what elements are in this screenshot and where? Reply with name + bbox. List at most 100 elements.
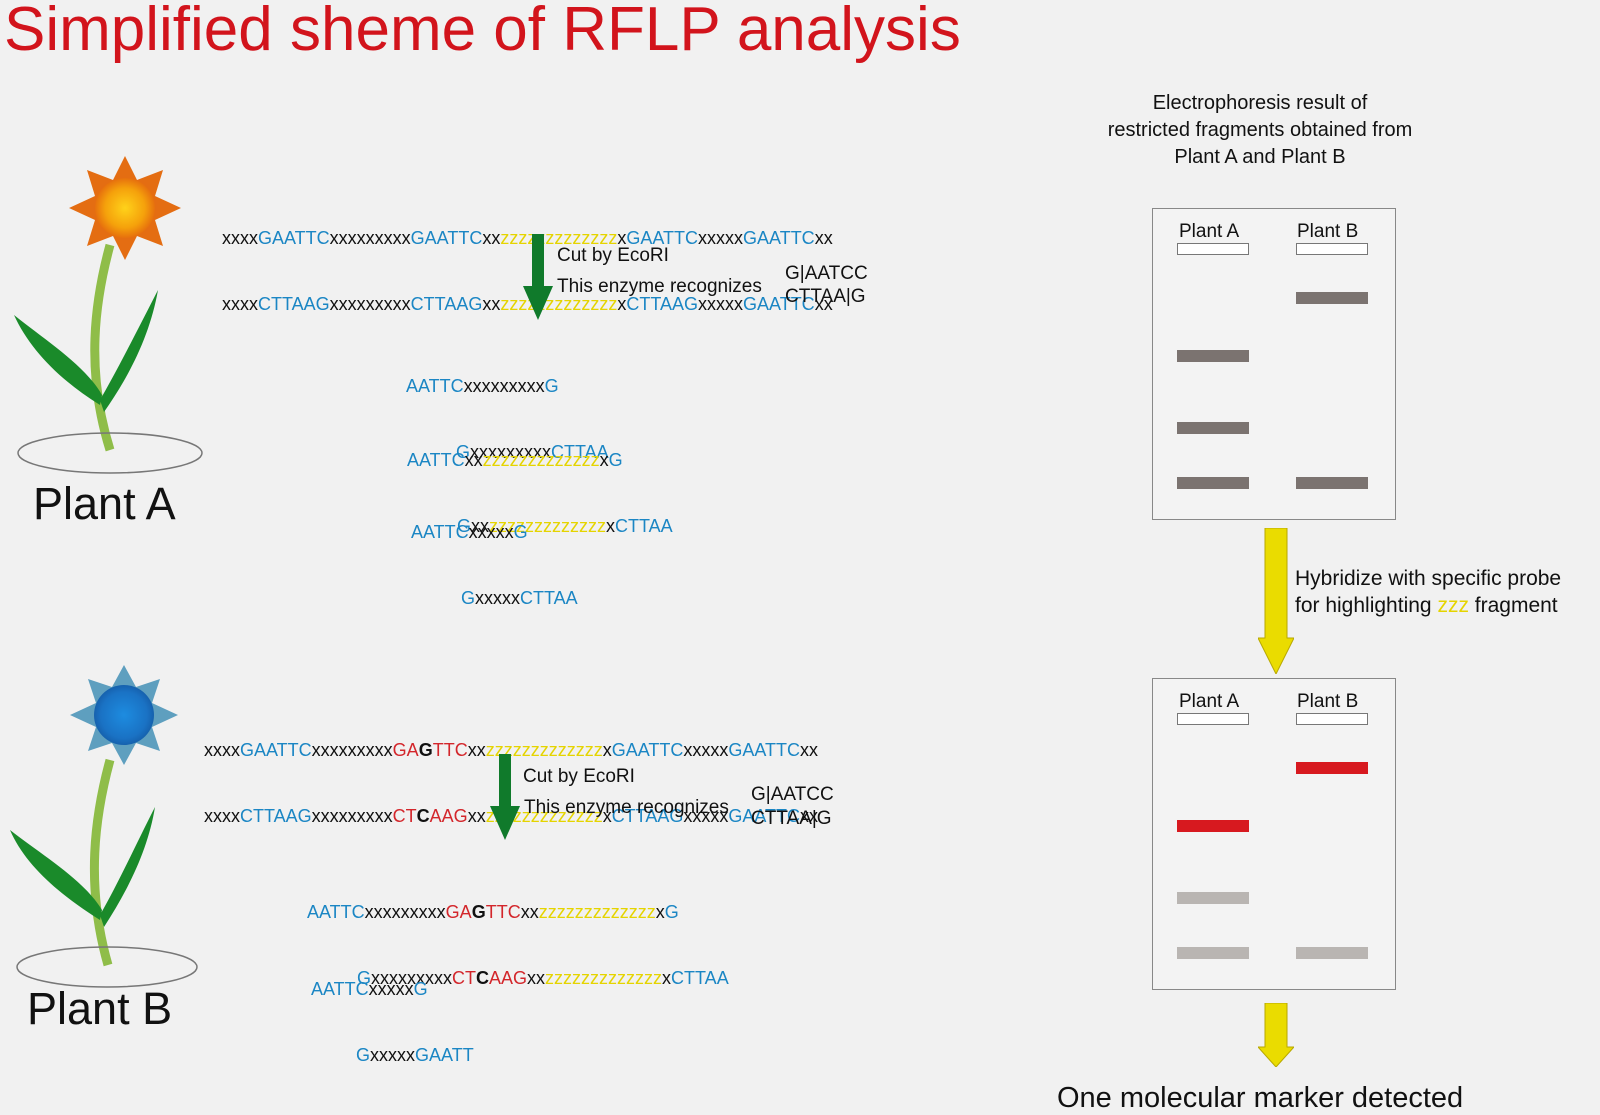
sequence-segment: xx — [800, 740, 819, 760]
sequence-segment: CTTAAG — [240, 806, 312, 826]
sequence-segment: x — [655, 902, 665, 922]
blue-flower-icon — [10, 665, 198, 988]
band-a-3 — [1177, 947, 1249, 959]
sequence-segment: xxxx — [222, 228, 258, 248]
plant-a-fragment-2: AATTCxxzzzzzzzzzzzzzxG Gxxzzzzzzzzzzzzzx… — [407, 405, 673, 559]
probe-highlight: zzz — [1437, 594, 1469, 617]
fragment-top-strand: AATTCxxxxxG — [411, 521, 578, 543]
sequence-segment: xxxxx — [468, 522, 514, 542]
sequence-segment: xx — [814, 294, 833, 314]
down-arrow-icon — [1258, 528, 1294, 674]
gel-before-hybridization: Plant A Plant B — [1152, 208, 1396, 520]
sequence-segment: GAATTC — [743, 228, 815, 248]
page-title: Simplified sheme of RFLP analysis — [4, 0, 961, 64]
sequence-segment: xx — [814, 228, 833, 248]
sequence-segment: G — [457, 516, 472, 536]
plant-a-site-bottom: CTTAA|G — [785, 286, 866, 307]
sequence-segment: GA — [445, 902, 472, 922]
plant-b-dna-bottom: xxxxCTTAAGxxxxxxxxxCTCAAGxxzzzzzzzzzzzzz… — [204, 805, 818, 827]
plant-a-enzyme-label: This enzyme recognizes — [557, 276, 762, 297]
sequence-segment: GAATTC — [410, 228, 483, 248]
band-b-2 — [1296, 947, 1368, 959]
sequence-segment: GAATT — [415, 1045, 474, 1065]
hybridize-text: for highlighting — [1295, 594, 1438, 617]
sequence-segment: G — [471, 902, 486, 922]
sequence-segment: xxxxx — [698, 294, 744, 314]
sequence-segment: xxxxxxxxx — [311, 740, 393, 760]
sequence-segment: CTTAAG — [611, 806, 684, 826]
sequence-segment: xxxxx — [698, 228, 744, 248]
sequence-segment: xx — [467, 740, 486, 760]
fragment-bottom-strand: GxxxxxxxxxCTCAAGxxzzzzzzzzzzzzzxCTTAA — [307, 967, 729, 989]
sequence-segment: zzzzzzzzzzzzz — [538, 902, 656, 922]
sequence-segment: GAATTC — [611, 740, 684, 760]
well-a — [1177, 713, 1249, 725]
sequence-segment: G — [513, 522, 528, 542]
band-b-2 — [1296, 477, 1368, 489]
sequence-segment: GAATTC — [240, 740, 312, 760]
hybridize-line-2: for highlighting zzz fragment — [1295, 594, 1558, 618]
sequence-segment: AAG — [429, 806, 468, 826]
sequence-segment: AATTC — [311, 979, 369, 999]
down-arrow-icon — [490, 754, 520, 840]
sequence-segment: x — [617, 294, 627, 314]
fragment-top-strand: AATTCxxxxxxxxxG — [406, 375, 609, 397]
sequence-segment: CTTAA — [615, 516, 673, 536]
caption-line: restricted fragments obtained from — [1107, 119, 1413, 141]
sequence-segment: GAATTC — [728, 806, 801, 826]
plant-b-site-top: G|AATCC — [751, 784, 834, 805]
band-a-1-highlighted — [1177, 820, 1249, 832]
gel-after-hybridization: Plant A Plant B — [1152, 678, 1396, 990]
sequence-segment: AATTC — [407, 450, 465, 470]
sequence-segment: CTTAA — [551, 442, 609, 462]
well-a — [1177, 243, 1249, 255]
down-arrow-icon — [523, 234, 553, 320]
sequence-segment: TTC — [432, 740, 468, 760]
plant-a-fragment-1: AATTCxxxxxxxxxG GxxxxxxxxxCTTAA — [406, 331, 609, 485]
lane-a-label: Plant A — [1179, 221, 1240, 242]
sequence-segment: G — [461, 588, 476, 608]
sequence-segment: x — [662, 968, 672, 988]
sequence-segment: GAATTC — [626, 228, 699, 248]
sequence-segment: xx — [467, 806, 486, 826]
sequence-segment: zzzzzzzzzzzzz — [485, 740, 603, 760]
sequence-segment: xxxxxxxxx — [311, 806, 393, 826]
sequence-segment: xxxx — [204, 806, 240, 826]
down-arrow-icon — [1258, 1003, 1294, 1067]
fragment-bottom-strand: GxxxxxCTTAA — [411, 587, 578, 609]
band-a-1 — [1177, 350, 1249, 362]
band-b-1 — [1296, 292, 1368, 304]
sequence-segment: G — [544, 376, 559, 396]
plant-b-fragment-1: AATTCxxxxxxxxxGAGTTCxxzzzzzzzzzzzzzxG Gx… — [307, 857, 729, 1011]
sequence-segment: G — [664, 902, 679, 922]
sequence-segment: zzzzzzzzzzzzz — [545, 968, 663, 988]
sequence-segment: C — [476, 968, 490, 988]
sequence-segment: G — [357, 968, 372, 988]
plant-b-label: Plant B — [27, 983, 173, 1034]
sequence-segment: CTTAAG — [410, 294, 483, 314]
sequence-segment: G — [608, 450, 623, 470]
sequence-segment: xxxxx — [370, 1045, 416, 1065]
sequence-segment: xx — [527, 968, 546, 988]
sequence-segment: xxxx — [204, 740, 240, 760]
lane-a-label: Plant A — [1179, 691, 1240, 712]
plant-b-site-bottom: CTTAA|G — [751, 808, 832, 829]
lane-b-label: Plant B — [1297, 221, 1359, 242]
sequence-segment: GAATTC — [743, 294, 815, 314]
well-b — [1296, 713, 1368, 725]
sequence-segment: xx — [471, 516, 490, 536]
sequence-segment: xxxxx — [475, 588, 521, 608]
plant-a-cut-label: Cut by EcoRI — [557, 245, 669, 266]
sequence-segment: xxxxxxxxx — [371, 968, 453, 988]
sequence-segment: GAATTC — [728, 740, 801, 760]
sequence-segment: GAATTC — [258, 228, 330, 248]
sequence-segment: AAG — [489, 968, 528, 988]
orange-flower-icon — [14, 156, 203, 474]
sequence-segment: CTTAAG — [626, 294, 699, 314]
fragment-top-strand: AATTCxxxxxxxxxGAGTTCxxzzzzzzzzzzzzzxG — [307, 901, 729, 923]
caption-line: Electrophoresis result of — [1152, 92, 1368, 114]
hybridize-text: fragment — [1468, 594, 1558, 617]
sequence-segment: x — [599, 450, 609, 470]
sequence-segment: x — [602, 740, 612, 760]
sequence-segment: xx — [800, 806, 819, 826]
